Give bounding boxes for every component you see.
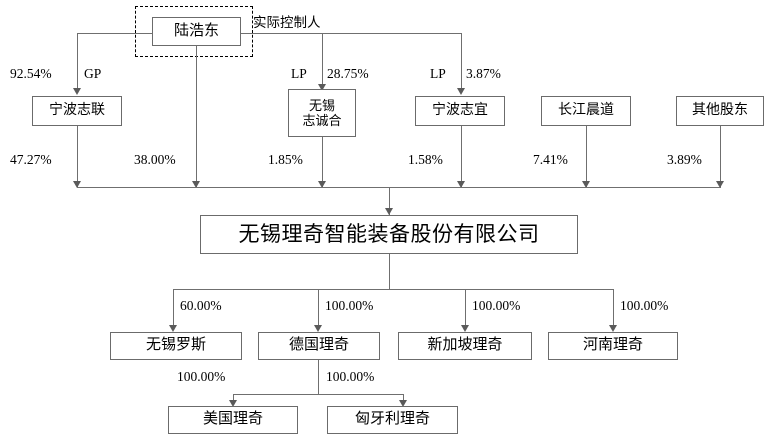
arrowhead-to-wuxi-zhichenghe [317, 84, 326, 91]
arrowhead-wuxi-zhichenghe-bus [317, 181, 326, 188]
pct-henan-liqi: 100.00% [620, 298, 669, 313]
pct-other-shareholders: 3.89% [667, 152, 702, 167]
pct-ningbo-zhilian: 47.27% [10, 152, 52, 167]
connector-ningbo-zhiyi-to-bus [461, 126, 462, 187]
node-wuxi-zhichenghe[interactable]: 无锡 志诚合 [288, 89, 356, 137]
node-main-company[interactable]: 无锡理奇智能装备股份有限公司 [200, 215, 578, 254]
arrowhead-to-meiguo-liqi [228, 400, 237, 407]
connector-bus-to-company [389, 187, 390, 215]
connector-to-xinjiapo-liqi [465, 289, 466, 330]
pct-xiongyali-liqi: 100.00% [326, 369, 375, 384]
connector-deguo-liqi-down [318, 360, 319, 394]
node-label: 长江晨道 [558, 102, 614, 118]
role-lp-label-1: LP [291, 66, 307, 81]
pct-changjiang-chendao: 7.41% [533, 152, 568, 167]
pct-lu-to-ningbo-zhiyi: 3.87% [466, 66, 501, 81]
pct-lu-direct: 38.00% [134, 152, 176, 167]
connector-lu-direct-to-company [196, 46, 197, 187]
connector-changjiang-chendao-to-bus [586, 126, 587, 187]
node-label: 无锡理奇智能装备股份有限公司 [238, 222, 540, 247]
node-label: 宁波志宜 [432, 102, 488, 118]
node-label: 宁波志联 [49, 102, 105, 118]
pct-xinjiapo-liqi: 100.00% [472, 298, 521, 313]
node-label: 匈牙利理奇 [354, 411, 430, 428]
node-ningbo-zhilian[interactable]: 宁波志联 [32, 96, 122, 126]
node-deguo-liqi[interactable]: 德国理奇 [258, 332, 380, 360]
pct-ningbo-zhiyi: 1.58% [408, 152, 443, 167]
pct-deguo-liqi: 100.00% [325, 298, 374, 313]
connector-ningbo-zhilian-to-bus [77, 126, 78, 187]
connector-to-deguo-liqi [318, 289, 319, 330]
connector-controller-right [241, 33, 462, 34]
connector-to-ningbo-zhilian [77, 33, 78, 92]
pct-lu-to-ningbo-zhilian: 92.54% [10, 66, 52, 81]
arrowhead-bus-to-company [384, 208, 393, 215]
arrowhead-to-henan-liqi [608, 325, 617, 332]
node-label-line2: 志诚合 [302, 113, 342, 128]
node-label: 德国理奇 [288, 337, 349, 354]
arrowhead-to-xinjiapo-liqi [460, 325, 469, 332]
connector-wuxi-zhichenghe-to-bus [322, 137, 323, 187]
node-ningbo-zhiyi[interactable]: 宁波志宜 [415, 96, 505, 126]
node-meiguo-liqi[interactable]: 美国理奇 [168, 406, 298, 434]
shareholder-aggregation-bus [77, 187, 721, 188]
connector-company-to-distribution [389, 254, 390, 289]
connector-to-ningbo-zhiyi [461, 33, 462, 92]
node-wuxi-luosi[interactable]: 无锡罗斯 [110, 332, 242, 360]
arrowhead-changjiang-chendao-bus [581, 181, 590, 188]
node-changjiang-chendao[interactable]: 长江晨道 [541, 96, 631, 126]
connector-to-wuxi-zhichenghe [322, 33, 323, 88]
connector-to-meiguo-liqi [233, 394, 234, 405]
connector-other-shareholders-to-bus [720, 126, 721, 187]
node-label: 河南理奇 [582, 337, 643, 354]
arrowhead-to-ningbo-zhilian [72, 88, 81, 95]
arrowhead-lu-direct [191, 181, 200, 188]
arrowhead-ningbo-zhilian-bus [72, 181, 81, 188]
role-gp-label: GP [84, 66, 102, 81]
arrowhead-to-ningbo-zhiyi [456, 88, 465, 95]
node-xinjiapo-liqi[interactable]: 新加坡理奇 [398, 332, 532, 360]
controller-role-label: 实际控制人 [253, 15, 321, 30]
node-label-line1: 无锡 [308, 97, 335, 113]
arrowhead-ningbo-zhiyi-bus [456, 181, 465, 188]
node-controller-lu-haodong[interactable]: 陆浩东 [152, 17, 241, 46]
node-other-shareholders[interactable]: 其他股东 [676, 96, 764, 126]
role-lp-label-2: LP [430, 66, 446, 81]
pct-wuxi-luosi: 60.00% [180, 298, 222, 313]
arrowhead-to-xiongyali-liqi [398, 400, 407, 407]
connector-controller-left [77, 33, 153, 34]
connector-to-wuxi-luosi [173, 289, 174, 330]
subsidiary-distribution-bus [173, 289, 613, 290]
node-henan-liqi[interactable]: 河南理奇 [548, 332, 678, 360]
node-label: 无锡罗斯 [145, 337, 206, 354]
controller-dashed-frame [135, 6, 253, 57]
node-label: 其他股东 [692, 102, 748, 118]
connector-to-henan-liqi [613, 289, 614, 330]
arrowhead-to-wuxi-luosi [168, 325, 177, 332]
node-label: 美国理奇 [202, 411, 263, 428]
pct-wuxi-zhichenghe: 1.85% [268, 152, 303, 167]
arrowhead-other-shareholders-bus [715, 181, 724, 188]
arrowhead-to-deguo-liqi [313, 325, 322, 332]
connector-to-xiongyali-liqi [403, 394, 404, 405]
node-xiongyali-liqi[interactable]: 匈牙利理奇 [327, 406, 458, 434]
node-label: 陆浩东 [173, 22, 219, 39]
sub-subsidiary-distribution-bus [233, 394, 403, 395]
pct-meiguo-liqi: 100.00% [177, 369, 226, 384]
node-label: 新加坡理奇 [427, 337, 503, 354]
pct-lu-to-wuxi-zhichenghe: 28.75% [327, 66, 369, 81]
